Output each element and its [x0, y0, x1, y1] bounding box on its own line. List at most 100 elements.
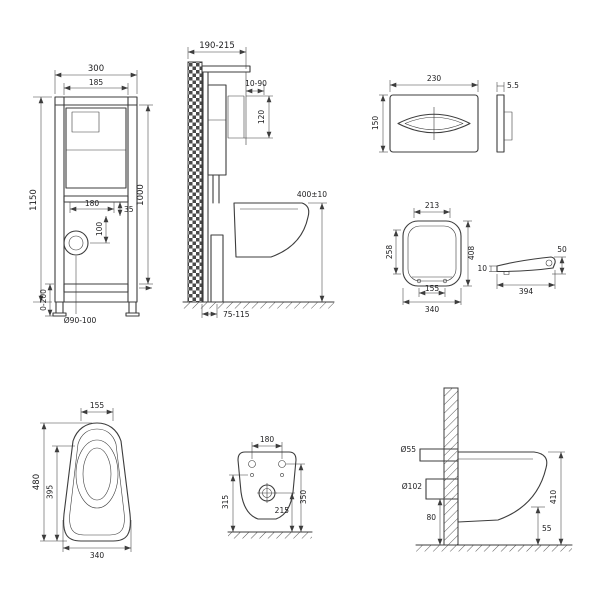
access-window: [71, 111, 100, 133]
bowl-back-view: 180 315 350 215: [221, 435, 313, 539]
dim-back-left-height: 315: [221, 474, 248, 532]
dim-hole-spacing-label: 180: [260, 435, 275, 444]
flush-plate-view: 230 150 5.5: [371, 74, 519, 153]
dim-bowl-inner-length-label: 395: [46, 485, 55, 500]
mount-hole-right: [278, 460, 286, 468]
flush-bend: [227, 95, 245, 139]
dim-seat-profile-height: 50: [552, 245, 567, 275]
dim-bowl-inner-length: 395: [46, 445, 75, 541]
dim-bowl-front-width: 155: [80, 401, 114, 421]
bowl-profile: [457, 451, 548, 523]
outlet-pipe-circle: [63, 230, 89, 256]
dim-bowl-back-width: 340: [62, 520, 132, 560]
dim-outlet-distance-label: 75-115: [223, 310, 250, 319]
dim-outlet-diameter-label: Ø90-100: [64, 316, 97, 325]
dim-drain-diameter-label: Ø102: [402, 482, 422, 491]
dim-seat-total-length-label: 408: [467, 246, 476, 261]
bowl-top-geometry: [63, 422, 131, 542]
dim-bowl-total-length-label: 480: [32, 474, 42, 490]
dim-back-right-height-label: 350: [299, 490, 308, 505]
dim-back-outlet-height: 215: [275, 492, 295, 532]
bowl-side-geometry: [415, 387, 573, 552]
dim-seat-hinge-spacing: 155: [418, 284, 446, 297]
dim-seat-profile-front-label: 10: [477, 264, 487, 273]
dim-outlet-center-height-label: 80: [426, 513, 436, 522]
flush-plate-front: [389, 94, 479, 153]
dim-seat-width: 340: [402, 288, 462, 314]
bowl-profile: [233, 202, 310, 258]
seat-side-geometry: [496, 256, 556, 275]
dim-seat-left-length-label: 258: [385, 245, 394, 260]
dim-panel-range: 10-90: [245, 79, 267, 95]
dim-flush-height-label: 1000: [136, 184, 146, 206]
flush-plate-geometry: [389, 94, 513, 153]
dim-bowl-height: 410: [548, 451, 565, 545]
hinge-hole-right: [442, 278, 448, 284]
dim-seat-profile-length: 394: [496, 270, 556, 296]
flush-plate-side: [496, 94, 505, 153]
dim-seat-profile-height-label: 50: [557, 245, 567, 254]
dim-plate-thickness-label: 5.5: [507, 81, 519, 90]
seat-view: 213 258 408 155 340: [385, 201, 567, 314]
seat-profile: [496, 256, 556, 273]
bowl-back-geometry: [227, 451, 313, 539]
dim-plate-width: 230: [389, 74, 479, 92]
dim-inlet-diameter-label: Ø55: [401, 445, 417, 454]
mount-hole-left: [248, 460, 256, 468]
dim-back-right-height: 350: [286, 463, 308, 532]
dim-plate-thickness: 5.5: [496, 81, 519, 92]
dim-hole-spacing: 180: [251, 435, 283, 459]
frame-rail: [202, 71, 209, 303]
dim-outlet-center-height: 80: [426, 499, 443, 545]
dim-seat-total-length: 408: [463, 220, 476, 287]
dim-feet-adjust: 0-200: [39, 283, 54, 317]
bowl-side-view: Ø55 Ø102 410 80 55: [401, 387, 573, 552]
dim-frame-width: 300: [54, 64, 138, 94]
frame-front-geometry: [52, 96, 152, 317]
left-foot: [55, 301, 64, 314]
hinge-hole-left: [416, 278, 422, 284]
dim-bowl-total-length: 480: [32, 422, 92, 542]
dim-offset-35-label: 35: [124, 205, 134, 214]
dim-rim-height-label: 400±10: [297, 190, 327, 199]
dim-bowl-front-width-label: 155: [90, 401, 105, 410]
dim-feet-adjust-label: 0-200: [39, 289, 48, 311]
dim-frame-depth-label: 190-215: [199, 41, 235, 51]
dim-seat-hinge-spacing-label: 155: [425, 284, 440, 293]
dim-back-left-height-label: 315: [221, 495, 230, 510]
dim-seat-profile-front: 10: [477, 264, 497, 273]
frame-side-geometry: [182, 61, 335, 309]
seat-lid-outline: [402, 220, 462, 287]
flush-buttons: [397, 113, 471, 134]
dim-outlet-drop-label: 100: [95, 222, 104, 237]
back-outline: [237, 451, 297, 520]
dim-panel-range-label: 10-90: [245, 79, 267, 88]
dim-plate-width-label: 230: [427, 74, 442, 83]
dim-frame-width-label: 300: [88, 64, 104, 74]
wall-section: [187, 61, 203, 303]
dim-plate-height-label: 150: [371, 116, 380, 131]
right-foot: [128, 301, 137, 314]
drain-pipe: [210, 234, 224, 303]
support-bracket: [63, 195, 129, 203]
dim-outlet-distance: 75-115: [201, 304, 250, 319]
dim-bracket-spacing: 180: [69, 199, 115, 213]
dim-frame-inner-width-label: 185: [89, 78, 104, 87]
dim-seat-left-length: 258: [385, 229, 401, 275]
dim-bracket-spacing-label: 180: [85, 199, 100, 208]
dim-inlet-diameter: Ø55: [401, 445, 417, 454]
dim-frame-depth: 190-215: [187, 41, 247, 69]
bowl-top-view: 155 480 395 340: [32, 401, 132, 560]
dim-offset-35: 35: [117, 202, 134, 216]
dim-plate-height: 150: [371, 94, 388, 153]
dim-bowl-height-label: 410: [549, 490, 558, 505]
dim-seat-top-width-label: 213: [425, 201, 440, 210]
frame-side-view: 190-215 10-90 120 400±10 75-115: [182, 41, 335, 319]
dim-flush-height: 1000: [136, 104, 153, 285]
dim-outlet-drop: 100: [90, 216, 110, 244]
dim-outlet-diameter: Ø90-100: [64, 256, 97, 325]
seat-top-geometry: [402, 220, 462, 287]
dim-rim-height: 400±10: [297, 190, 327, 302]
dim-seat-width-label: 340: [425, 305, 440, 314]
